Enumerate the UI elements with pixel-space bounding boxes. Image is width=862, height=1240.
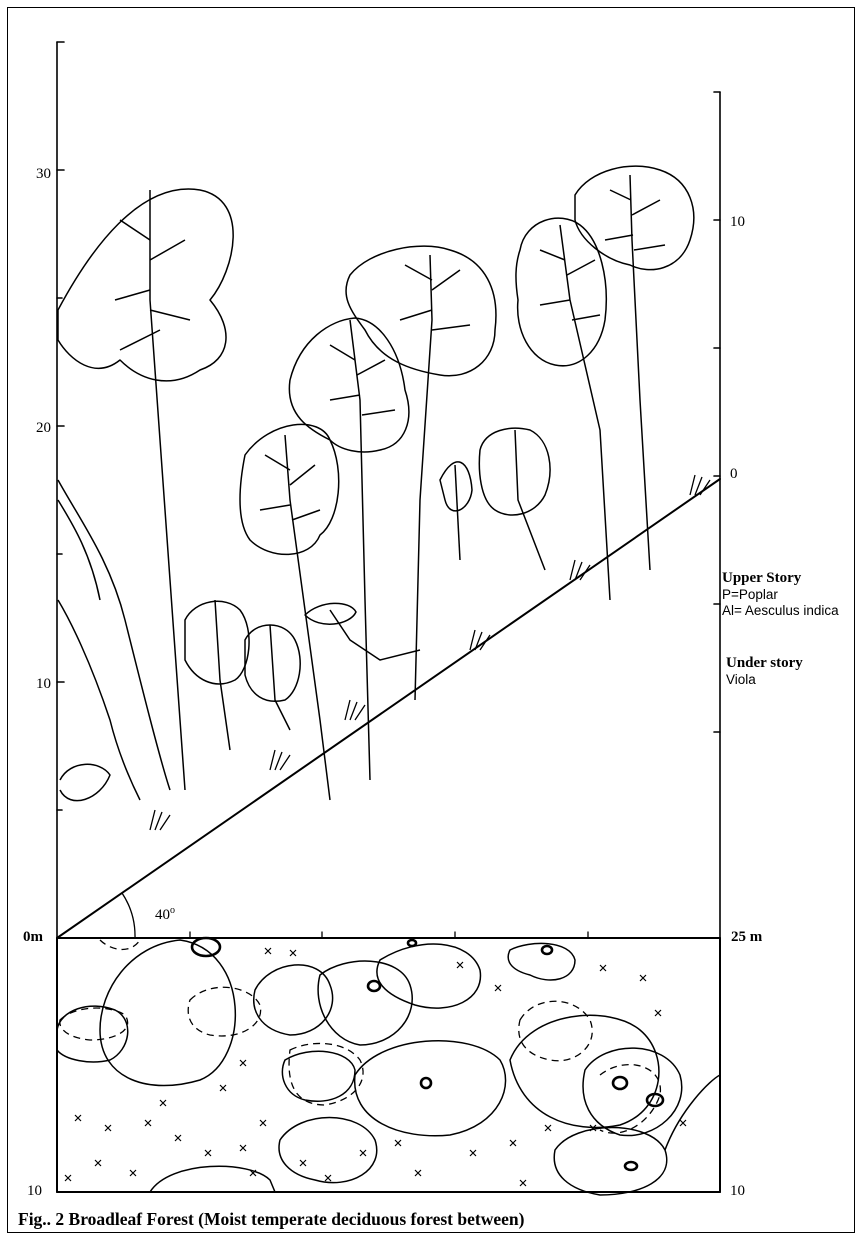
ground-slope-line xyxy=(57,479,720,938)
legend-upper-story-item: Al= Aesculus indica xyxy=(722,603,852,618)
right-height-axis xyxy=(714,92,720,938)
left-axis-tick-20: 20 xyxy=(36,420,51,436)
left-axis-tick-10: 10 xyxy=(36,676,51,692)
tree-trunk xyxy=(58,480,170,800)
tree-crown xyxy=(185,600,300,750)
plan-bottom-left-label: 10 xyxy=(27,1183,42,1199)
right-axis-tick-10: 10 xyxy=(730,214,745,230)
degree-symbol: o xyxy=(170,905,175,916)
end-distance-label: 25 m xyxy=(731,929,762,945)
right-axis-tick-0: 0 xyxy=(730,466,738,482)
legend-under-story-item: Viola xyxy=(726,672,756,687)
tree-crowns xyxy=(58,166,694,800)
legend-under-story-title: Under story xyxy=(726,655,803,672)
plan-view-box xyxy=(57,938,720,1192)
tree-crown xyxy=(516,218,610,600)
slope-angle-label: 40o xyxy=(155,903,175,923)
legend-upper-story-item: P=Poplar xyxy=(722,587,778,602)
origin-label: 0m xyxy=(23,929,43,945)
ground-vegetation xyxy=(150,475,710,830)
tree-crown xyxy=(240,424,339,800)
plan-herb-markers xyxy=(65,948,686,1186)
left-axis-tick-30: 30 xyxy=(36,166,51,182)
plan-crowns xyxy=(57,940,720,1195)
sapling xyxy=(60,462,472,801)
slope-angle-arc xyxy=(122,893,135,938)
tree-crown xyxy=(346,246,496,700)
figure-caption: Fig.. 2 Broadleaf Forest (Moist temperat… xyxy=(18,1209,524,1230)
plan-bottom-right-label: 10 xyxy=(730,1183,745,1199)
tree-crown xyxy=(479,428,550,570)
legend-upper-story-title: Upper Story xyxy=(722,570,801,587)
